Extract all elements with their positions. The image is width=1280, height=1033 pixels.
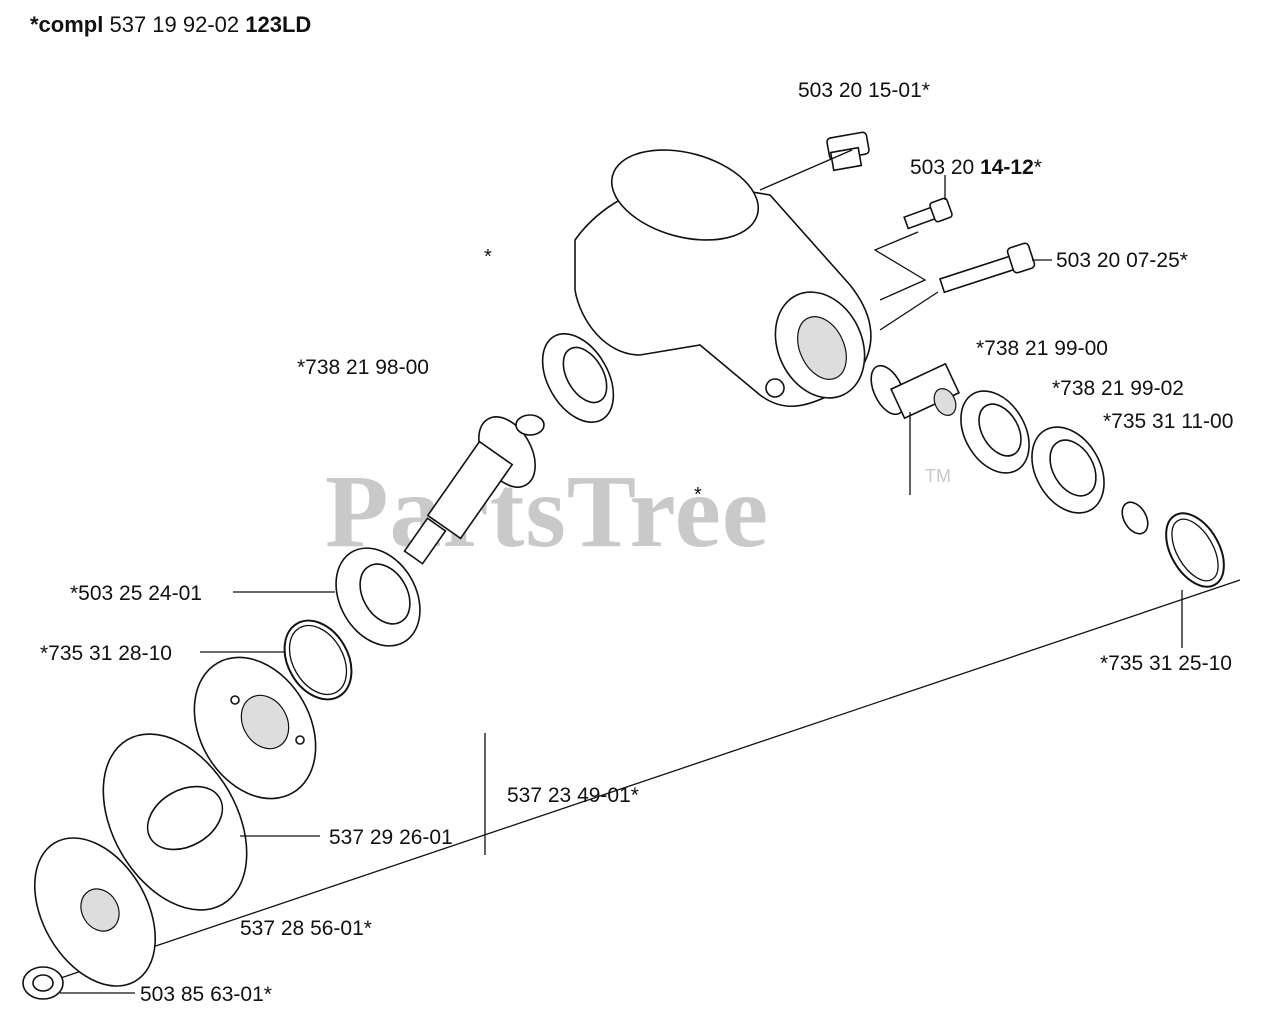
circlip: [1165, 512, 1225, 588]
label-735-31-28-10: *735 31 28-10: [40, 642, 172, 665]
label-738-21-99-00: *738 21 99-00: [976, 337, 1108, 360]
title-part-number: 537 19 92-02: [109, 12, 240, 37]
label-537-23-49-01: 537 23 49-01*: [507, 784, 639, 807]
label-503-20-07-25: 503 20 07-25*: [1056, 249, 1188, 272]
label-735-31-25-10: *735 31 25-10: [1100, 652, 1232, 675]
watermark-trademark: TM: [925, 466, 951, 486]
lower-bearing: [335, 547, 421, 647]
right-bearing-1: [960, 390, 1030, 474]
short-screw: [903, 197, 953, 230]
label-537-29-26-01: 537 29 26-01: [329, 826, 453, 849]
long-bolt: [938, 242, 1036, 294]
label-503-20-15-01: 503 20 15-01*: [798, 79, 930, 102]
thrust-washer: [33, 837, 157, 987]
title-model: 123LD: [245, 12, 312, 37]
label-735-31-11-00: *735 31 11-00: [1103, 410, 1234, 433]
label-503-85-63-01: 503 85 63-01*: [140, 983, 272, 1006]
upper-bearing: [541, 333, 615, 423]
small-retaining-ring: [1121, 501, 1149, 535]
title-prefix: *compl: [30, 12, 104, 37]
marker-star-2: *: [694, 484, 702, 506]
leader-long-bolt-2: [879, 291, 939, 331]
nut: [22, 966, 64, 1000]
label-503-20-14-12: 503 20 14-12*: [910, 157, 1042, 178]
assembly-axis-line: [39, 579, 1241, 986]
drive-disc: [193, 656, 317, 800]
label-503-20-14-12-a: 503 20: [910, 156, 975, 179]
diagram-title: *compl 537 19 92-02 123LD: [30, 12, 311, 38]
leader-short-screw-bracket: [873, 231, 927, 301]
label-503-20-14-12-b: 14-12: [980, 156, 1034, 179]
label-537-28-56-01: 537 28 56-01*: [240, 917, 372, 940]
bevel-gear-shaft: [403, 414, 545, 565]
lock-ring: [283, 619, 353, 701]
leader-plug: [759, 149, 853, 191]
screw-plug: [826, 131, 870, 172]
marker-star-1: *: [484, 246, 492, 268]
watermark-logo: PartsTree: [325, 454, 770, 569]
label-738-21-99-02: *738 21 99-02: [1052, 377, 1184, 400]
support-cup: [102, 733, 248, 911]
right-bearing-2: [1031, 426, 1105, 514]
label-503-25-24-01: *503 25 24-01: [70, 582, 202, 605]
gear-housing: [574, 149, 872, 407]
label-738-21-98-00: *738 21 98-00: [297, 356, 429, 379]
label-503-20-14-12-c: *: [1033, 156, 1042, 179]
pinion-gear: [870, 362, 961, 420]
